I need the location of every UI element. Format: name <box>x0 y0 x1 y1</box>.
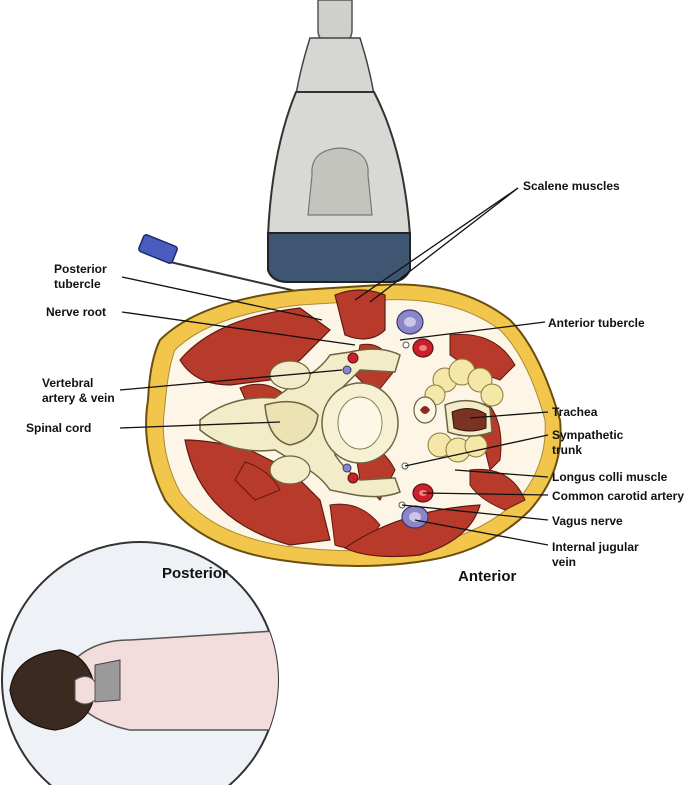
scalene-muscles-shape <box>334 289 386 340</box>
label-ijv-line1: Internal jugular <box>552 540 639 554</box>
thyroid-gland <box>424 358 504 463</box>
spinal-cord-shape <box>264 400 319 446</box>
label-trachea: Trachea <box>552 405 598 419</box>
label-sympathetic-line2: trunk <box>552 443 582 457</box>
probe-cable <box>317 0 353 43</box>
label-ijv-line2: vein <box>552 555 577 569</box>
label-vagus-nerve: Vagus nerve <box>552 514 623 528</box>
neck-section <box>145 283 562 567</box>
patient-position-thumbnail <box>1 541 279 785</box>
posterior-muscle-upper <box>179 307 331 386</box>
orientation-anterior: Anterior <box>458 568 517 585</box>
needle-hub <box>138 234 178 264</box>
probe-grip <box>307 147 373 216</box>
label-anterior-tubercle: Anterior tubercle <box>548 316 645 330</box>
needle <box>138 234 301 293</box>
label-common-carotid: Common carotid artery <box>552 489 685 503</box>
vertebra <box>199 348 401 498</box>
probe-neck <box>295 37 375 96</box>
vertebral-artery-upper <box>347 352 359 364</box>
orientation-posterior: Posterior <box>162 565 228 582</box>
label-spinal-cord: Spinal cord <box>26 421 92 435</box>
label-posterior-tubercle-line1: Posterior <box>54 262 107 276</box>
ultrasound-probe <box>266 0 412 283</box>
probe-face <box>267 232 411 283</box>
label-vertebral-line2: artery & vein <box>42 391 115 405</box>
label-sympathetic-line1: Sympathetic <box>552 428 624 442</box>
label-nerve-root: Nerve root <box>46 305 107 319</box>
label-longus-colli: Longus colli muscle <box>552 470 668 484</box>
vertebral-vein-upper <box>342 365 352 375</box>
label-posterior-tubercle-line2: tubercle <box>54 277 101 291</box>
leader-lines <box>119 187 549 546</box>
label-scalene-muscles: Scalene muscles <box>523 179 620 193</box>
label-vertebral-line1: Vertebral <box>42 376 94 390</box>
